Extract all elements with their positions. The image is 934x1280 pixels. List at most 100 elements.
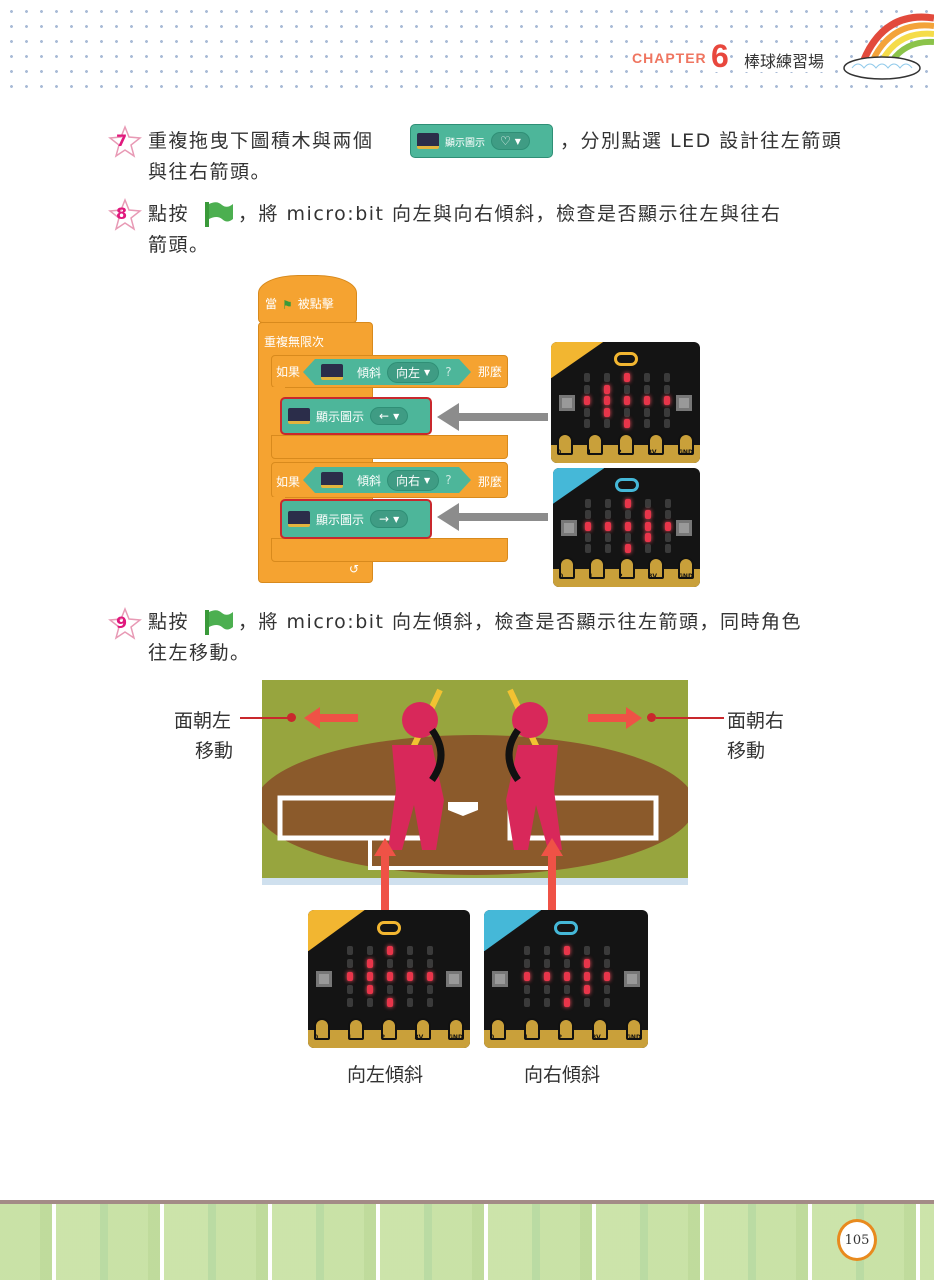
led [644,510,651,520]
led [564,972,570,982]
left-callout-line [240,717,290,719]
chevron-down-icon: ▼ [514,136,521,146]
step-7-line2: 與往右箭頭。 [148,161,272,183]
led [583,373,590,383]
led [544,945,550,955]
batter-facing-left [388,688,445,850]
led [663,407,670,417]
icon-dropdown[interactable]: ←▼ [370,407,409,425]
when-flag-clicked-block[interactable]: 當 ⚑ 被點擊 [258,275,357,323]
tilt-right-condition[interactable]: 傾斜 向右▼ ? [303,467,471,493]
led [544,998,550,1008]
tilt-left-condition[interactable]: 傾斜 向左▼ ? [303,359,471,385]
pin-label: GND [626,1034,641,1041]
dotted-header-background [0,0,934,90]
icon-dropdown[interactable]: →▼ [370,510,409,528]
caption-tilt-right: 向右傾斜 [524,1064,601,1086]
when-label: 當 [265,297,278,311]
if-label: 如果 [276,365,301,379]
footer-pattern [0,1204,934,1280]
led [644,521,651,531]
pin-label: 0 [490,1034,495,1041]
step-9-line2: 往左移動。 [148,642,251,664]
led [623,396,630,406]
microbit-icon [417,133,439,149]
led [524,998,530,1008]
right-move-arrow [588,707,642,729]
pin-label: 3V [414,1034,424,1041]
move-left-label: 移動 [195,740,234,762]
step-7-star-icon [108,125,142,158]
led [524,985,530,995]
led [664,532,671,542]
button-b [676,395,692,412]
led [544,972,550,982]
pin-label: 2 [381,1034,386,1041]
pin-pad [558,1018,574,1040]
direction-dropdown[interactable]: 向左▼ [387,361,440,383]
left-callout-dot [287,713,296,722]
pin-pad [648,557,665,579]
show-icon-label: 顯示圖示 [316,409,365,424]
step-9-number: 9 [116,613,128,632]
led [524,945,530,955]
step-9-star-icon [108,607,142,640]
led [427,998,433,1008]
led [564,998,570,1008]
led [603,384,610,394]
show-right-arrow-block[interactable]: 顯示圖示 →▼ [280,499,432,539]
if-block-left-foot [271,435,508,459]
chevron-down-icon: ▼ [393,514,400,524]
led [544,958,550,968]
led [663,419,670,429]
pin-pad [381,1018,397,1040]
direction-dropdown[interactable]: 向右▼ [387,469,440,491]
footer-divider [0,1200,934,1204]
led [603,407,610,417]
pin-label: GND [678,449,693,456]
led [347,958,353,968]
led [427,958,433,968]
led [583,419,590,429]
led [604,532,611,542]
if-block-right-foot [271,538,508,562]
led [583,396,590,406]
step-8-number: 8 [116,204,128,223]
heart-icon: ♡ [500,134,511,148]
pin-label: 0 [314,1034,319,1041]
step-9-line1-after: ，將 micro:bit 向左傾斜，檢查是否顯示往左箭頭，同時角色 [238,611,803,633]
led [584,958,590,968]
right-callout-line [656,717,724,719]
led [367,985,373,995]
direction-value: 向右 [396,473,421,488]
led [643,419,650,429]
microbit-icon [321,364,343,380]
step-8-line1-after: ，將 micro:bit 向左與向右傾斜，檢查是否顯示往左與往右 [238,203,782,225]
led [564,958,570,968]
pin-label: 1 [588,573,593,580]
right-callout-dot [647,713,656,722]
led [624,510,631,520]
led [623,407,630,417]
green-flag-icon [205,610,233,635]
led [643,396,650,406]
led [584,985,590,995]
pin-pad [626,1018,642,1040]
heart-icon-dropdown: ♡▼ [491,132,530,150]
led [604,521,611,531]
chapter-title: 棒球練習場 [744,48,828,72]
pin-label: 3V [592,1034,601,1041]
red-up-arrow-head [541,838,563,856]
led [603,419,610,429]
pin-label: GND [678,573,693,580]
led [604,958,610,968]
led [624,498,631,508]
green-flag-icon: ⚑ [282,298,293,312]
microbit-icon [288,511,310,527]
show-left-arrow-block[interactable]: 顯示圖示 ←▼ [280,397,432,435]
led [387,958,393,968]
question-mark: ? [445,365,452,379]
